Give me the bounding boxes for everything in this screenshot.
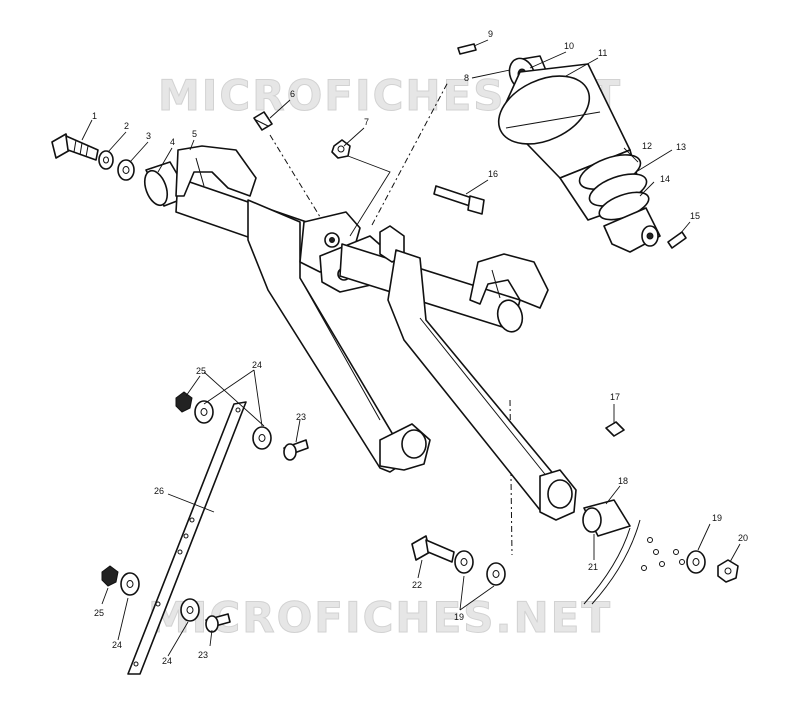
- callout-7: 7: [364, 117, 369, 127]
- callout-20: 20: [738, 533, 748, 543]
- callout-19-right: 19: [712, 513, 722, 523]
- callout-4: 4: [170, 137, 175, 147]
- bushing-18: [582, 499, 631, 537]
- callout-24-upper: 24: [252, 360, 262, 370]
- callout-24-left: 24: [112, 640, 122, 650]
- callout-17: 17: [610, 392, 620, 402]
- bolt-22: [411, 535, 455, 563]
- bolt-part: [51, 133, 99, 161]
- callout-1: 1: [92, 111, 97, 121]
- strap-26: [127, 401, 247, 675]
- callout-labels: 1 2 3 4 5 6 7 8 9 10 11 12 13 14 15 16 1…: [92, 29, 748, 666]
- nut-20: [717, 559, 739, 583]
- shock-absorber: [497, 55, 661, 253]
- callout-15: 15: [690, 211, 700, 221]
- callout-9: 9: [488, 29, 493, 39]
- grease-fitting-part: [253, 111, 273, 131]
- callout-14: 14: [660, 174, 670, 184]
- callout-21: 21: [588, 562, 598, 572]
- callout-25-upper: 25: [196, 366, 206, 376]
- callout-11: 11: [598, 48, 607, 58]
- hardware-lower-left: [101, 565, 231, 633]
- alignment-lines: [269, 81, 513, 556]
- callout-19-lower: 19: [454, 612, 464, 622]
- washer-19-lower: [454, 550, 506, 586]
- callout-18: 18: [618, 476, 628, 486]
- washer-19: [686, 550, 706, 574]
- callout-24-lower: 24: [162, 656, 172, 666]
- grease-fitting-17: [605, 421, 625, 437]
- callout-25-lower: 25: [94, 608, 104, 618]
- pin-part-2: [667, 231, 687, 249]
- callout-6: 6: [290, 89, 295, 99]
- callout-12: 12: [642, 141, 652, 151]
- callout-22: 22: [412, 580, 422, 590]
- callout-10: 10: [564, 41, 574, 51]
- callout-8: 8: [464, 73, 469, 83]
- callout-5: 5: [192, 129, 197, 139]
- callout-16: 16: [488, 169, 498, 179]
- shim-21: [583, 519, 685, 605]
- callout-26: 26: [154, 486, 164, 496]
- swing-arm-right: [339, 225, 577, 521]
- callout-3: 3: [146, 131, 151, 141]
- bolt-part-16: [433, 185, 485, 215]
- pin-part: [457, 43, 477, 55]
- washer-part: [98, 150, 135, 181]
- hardware-upper-left: [175, 391, 309, 461]
- callout-23-upper: 23: [296, 412, 306, 422]
- leader-lines: [81, 39, 741, 657]
- callout-13: 13: [676, 142, 686, 152]
- callout-23-lower: 23: [198, 650, 208, 660]
- callout-2: 2: [124, 121, 129, 131]
